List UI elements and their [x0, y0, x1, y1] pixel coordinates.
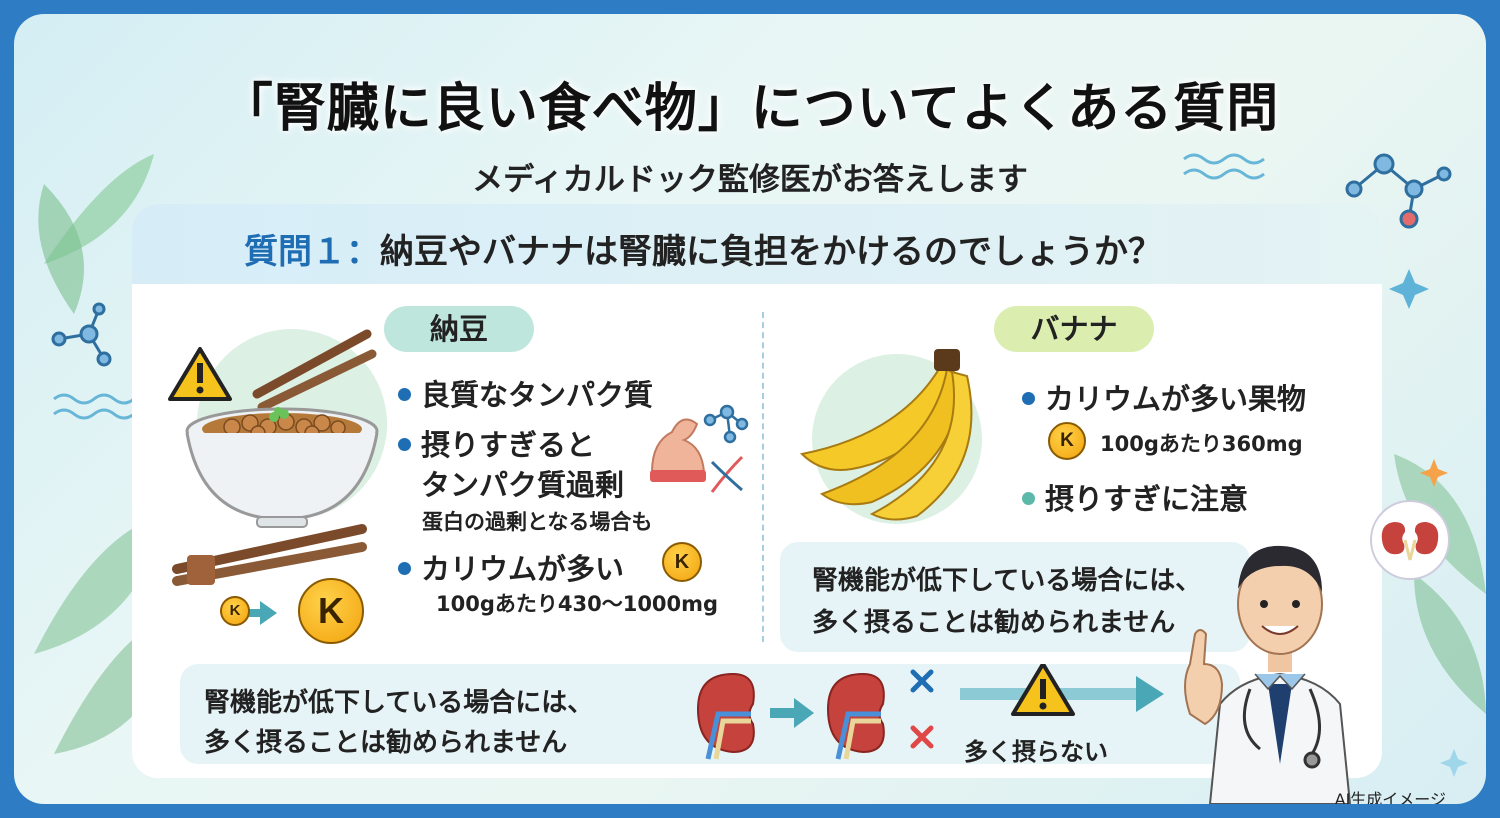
- wave-icon: [53, 153, 1265, 420]
- kidney-thought-bubble: [1370, 500, 1450, 580]
- banana-potassium-amount: 100gあたり360mg: [1100, 432, 1303, 456]
- k-large-badge: K: [298, 578, 364, 644]
- chopsticks-top-icon: [252, 329, 377, 412]
- stethoscope-icon: [1242, 688, 1322, 769]
- arrow-right-icon: [242, 601, 277, 625]
- natto-potassium-amount: 100gあたり430〜1000mg: [436, 592, 719, 616]
- muscle-dna-icon: [650, 404, 749, 493]
- warning-icon: [1011, 664, 1075, 716]
- infographic-panel: 「腎臓に良い食べ物」についてよくある質問 メディカルドック監修医がお答えします …: [14, 14, 1486, 804]
- sparkle-icon: [1389, 269, 1468, 777]
- warning-icon: [168, 347, 232, 401]
- natto-heading: 納豆: [384, 306, 534, 352]
- k-banana-badge: K: [1048, 422, 1086, 460]
- natto-illustration: [168, 329, 387, 625]
- kidney-icon: [826, 672, 885, 760]
- molecule-left-icon: [51, 302, 112, 367]
- bullet-dot: [398, 437, 411, 451]
- doctor-head: [1237, 545, 1323, 672]
- doctor-illustration: [1184, 545, 1352, 804]
- pointing-hand-icon: [1184, 629, 1224, 726]
- doctor-coat: [1208, 672, 1352, 804]
- chopsticks-bottom-icon: [172, 524, 367, 586]
- bullet-dot: [398, 561, 411, 575]
- question-bar: 質問１：納豆やバナナは腎臓に負担をかけるのでしょうか？: [132, 204, 1382, 284]
- banana-illustration: [799, 349, 982, 524]
- doctor-bubble-line2: 多く摂ることは勧められません: [812, 608, 1176, 638]
- question-label: 質問１：: [244, 232, 380, 272]
- natto-bullet-protein: 良質なタンパク質: [398, 372, 653, 414]
- banana-heading: バナナ: [994, 306, 1154, 352]
- bullet-dot: [1022, 491, 1035, 505]
- advice-do-not-overeat: 多く摂らない: [964, 738, 1108, 766]
- bullet-dot: [398, 387, 411, 401]
- qa-card: 質問１：納豆やバナナは腎臓に負担をかけるのでしょうか？: [132, 204, 1382, 778]
- banana-bullet-caution: 摂りすぎに注意: [1022, 476, 1248, 518]
- arrow-right-icon: [770, 698, 814, 728]
- kidney-icon: [696, 672, 755, 760]
- page-subtitle: メディカルドック監修医がお答えします: [472, 162, 1028, 198]
- muscle-icon: [650, 418, 706, 482]
- bottom-bubble-line2: 多く摂ることは勧められません: [204, 728, 568, 758]
- natto-bullet-excess: 摂りすぎると: [398, 422, 595, 464]
- natto-excess-note: 蛋白の過剰となる場合も: [422, 510, 653, 534]
- banana-bullet-potassium: カリウムが多い果物: [1022, 376, 1306, 418]
- natto-bullet-excess-line2: タンパク質過剰: [421, 468, 625, 502]
- dna-icon: [710, 455, 744, 493]
- ai-generated-note: AI生成イメージ: [1334, 790, 1446, 804]
- column-divider: [762, 312, 764, 642]
- bottom-bubble-line1: 腎機能が低下している場合には、: [204, 688, 594, 718]
- question-text: 質問１：納豆やバナナは腎臓に負担をかけるのでしょうか？: [244, 224, 1162, 273]
- molecule-small-icon: [703, 404, 749, 444]
- question-body: 納豆やバナナは腎臓に負担をかけるのでしょうか？: [380, 232, 1162, 272]
- k-natto-badge: K: [662, 542, 702, 582]
- kidney-flow-illustration: [696, 664, 1164, 760]
- natto-bullet-potassium: カリウムが多い: [398, 546, 624, 588]
- cross-icon: [910, 669, 934, 749]
- molecule-icon: [1345, 153, 1452, 229]
- kidney-pair-icon: [1381, 522, 1439, 561]
- doctor-speech-bubble: [780, 542, 1250, 652]
- doctor-bubble-line1: 腎機能が低下している場合には、: [812, 566, 1202, 596]
- k-small-badge: K: [220, 596, 250, 626]
- page-title: 「腎臓に良い食べ物」についてよくある質問: [220, 79, 1280, 139]
- bullet-dot: [1022, 391, 1035, 405]
